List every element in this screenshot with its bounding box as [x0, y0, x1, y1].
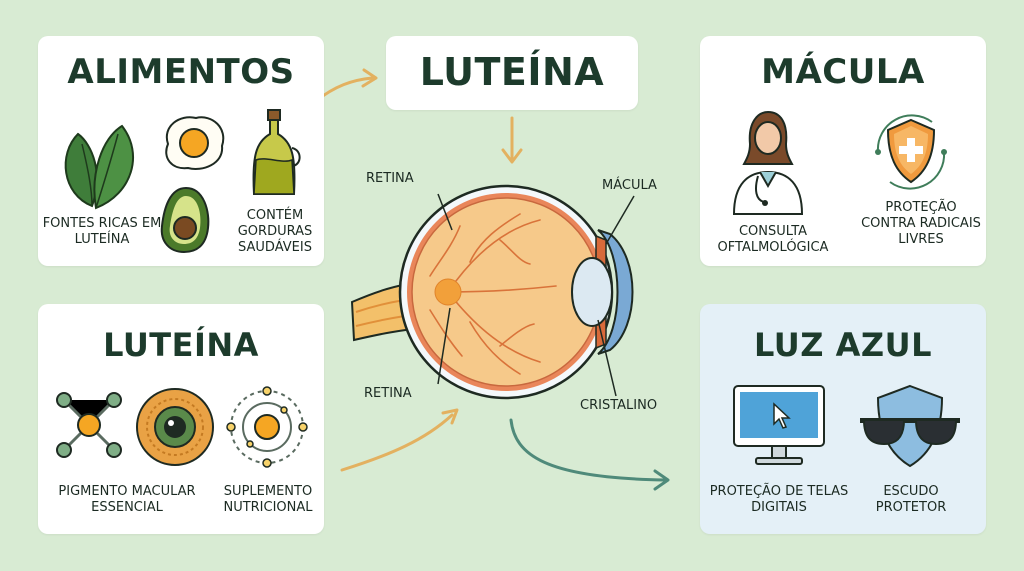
- card-title: MÁCULA: [761, 52, 925, 92]
- spinach-icon: [64, 124, 134, 210]
- card-macula: MÁCULA CONSULTA OFTALMOLÓGICA PROTEÇÃO C…: [700, 36, 986, 266]
- card-title: LUTEÍNA: [103, 326, 259, 364]
- front-ring: [597, 229, 634, 355]
- card-luz-azul: LUZ AZUL PROTEÇÃO DE TELAS DIGITAIS ESCU…: [700, 304, 986, 534]
- lens: [571, 257, 613, 327]
- olive-oil-icon: [252, 109, 301, 195]
- shield-plus-icon: [875, 114, 947, 190]
- macula-spot: [434, 278, 462, 306]
- caption-escudo-protetor: ESCUDO PROTETOR: [875, 484, 947, 515]
- arrow-eye-to-luz-azul: [509, 418, 667, 482]
- caption-fontes-ricas: FONTES RICAS EM LUTEÍNA: [42, 216, 162, 247]
- molecule-icon: [56, 392, 122, 458]
- caption-pigmento-macular: PIGMENTO MACULAR ESSENCIAL: [58, 484, 196, 515]
- card-title: LUTEÍNA: [419, 50, 605, 94]
- caption-consulta-oftalmologica: CONSULTA OFTALMOLÓGICA: [717, 224, 829, 255]
- card-luteina-bottom: LUTEÍNA PIGMENTO MACULAR ESSENCIAL SUPLE…: [38, 304, 324, 534]
- monitor-icon: [733, 385, 825, 465]
- sunglasses-shield-icon: [860, 384, 960, 468]
- card-title: ALIMENTOS: [67, 52, 295, 92]
- label-macula: MÁCULA: [602, 178, 657, 193]
- card-alimentos: ALIMENTOS FONTES RICAS EM LUTEÍNA CONTÉM…: [38, 36, 324, 266]
- doctor-icon: [732, 110, 804, 215]
- avocado-icon: [160, 186, 210, 254]
- card-luteina-top: LUTEÍNA: [386, 36, 638, 110]
- fried-egg-icon: [165, 116, 225, 170]
- caption-gorduras-saudaveis: CONTÉM GORDURAS SAUDÁVEIS: [237, 208, 313, 255]
- caption-suplemento-nutricional: SUPLEMENTO NUTRICIONAL: [223, 484, 313, 515]
- caption-protecao-telas: PROTEÇÃO DE TELAS DIGITAIS: [709, 484, 849, 515]
- orbit-icon: [226, 386, 308, 468]
- card-title: LUZ AZUL: [754, 326, 932, 364]
- arrow-luteina-card-to-eye: [340, 413, 454, 472]
- caption-protecao-radicais: PROTEÇÃO CONTRA RADICAIS LIVRES: [861, 200, 981, 247]
- label-cristalino: CRISTALINO: [580, 398, 658, 413]
- label-retina-bottom: RETINA: [364, 386, 412, 401]
- label-retina-top: RETINA: [366, 171, 414, 186]
- iris-icon: [136, 388, 214, 466]
